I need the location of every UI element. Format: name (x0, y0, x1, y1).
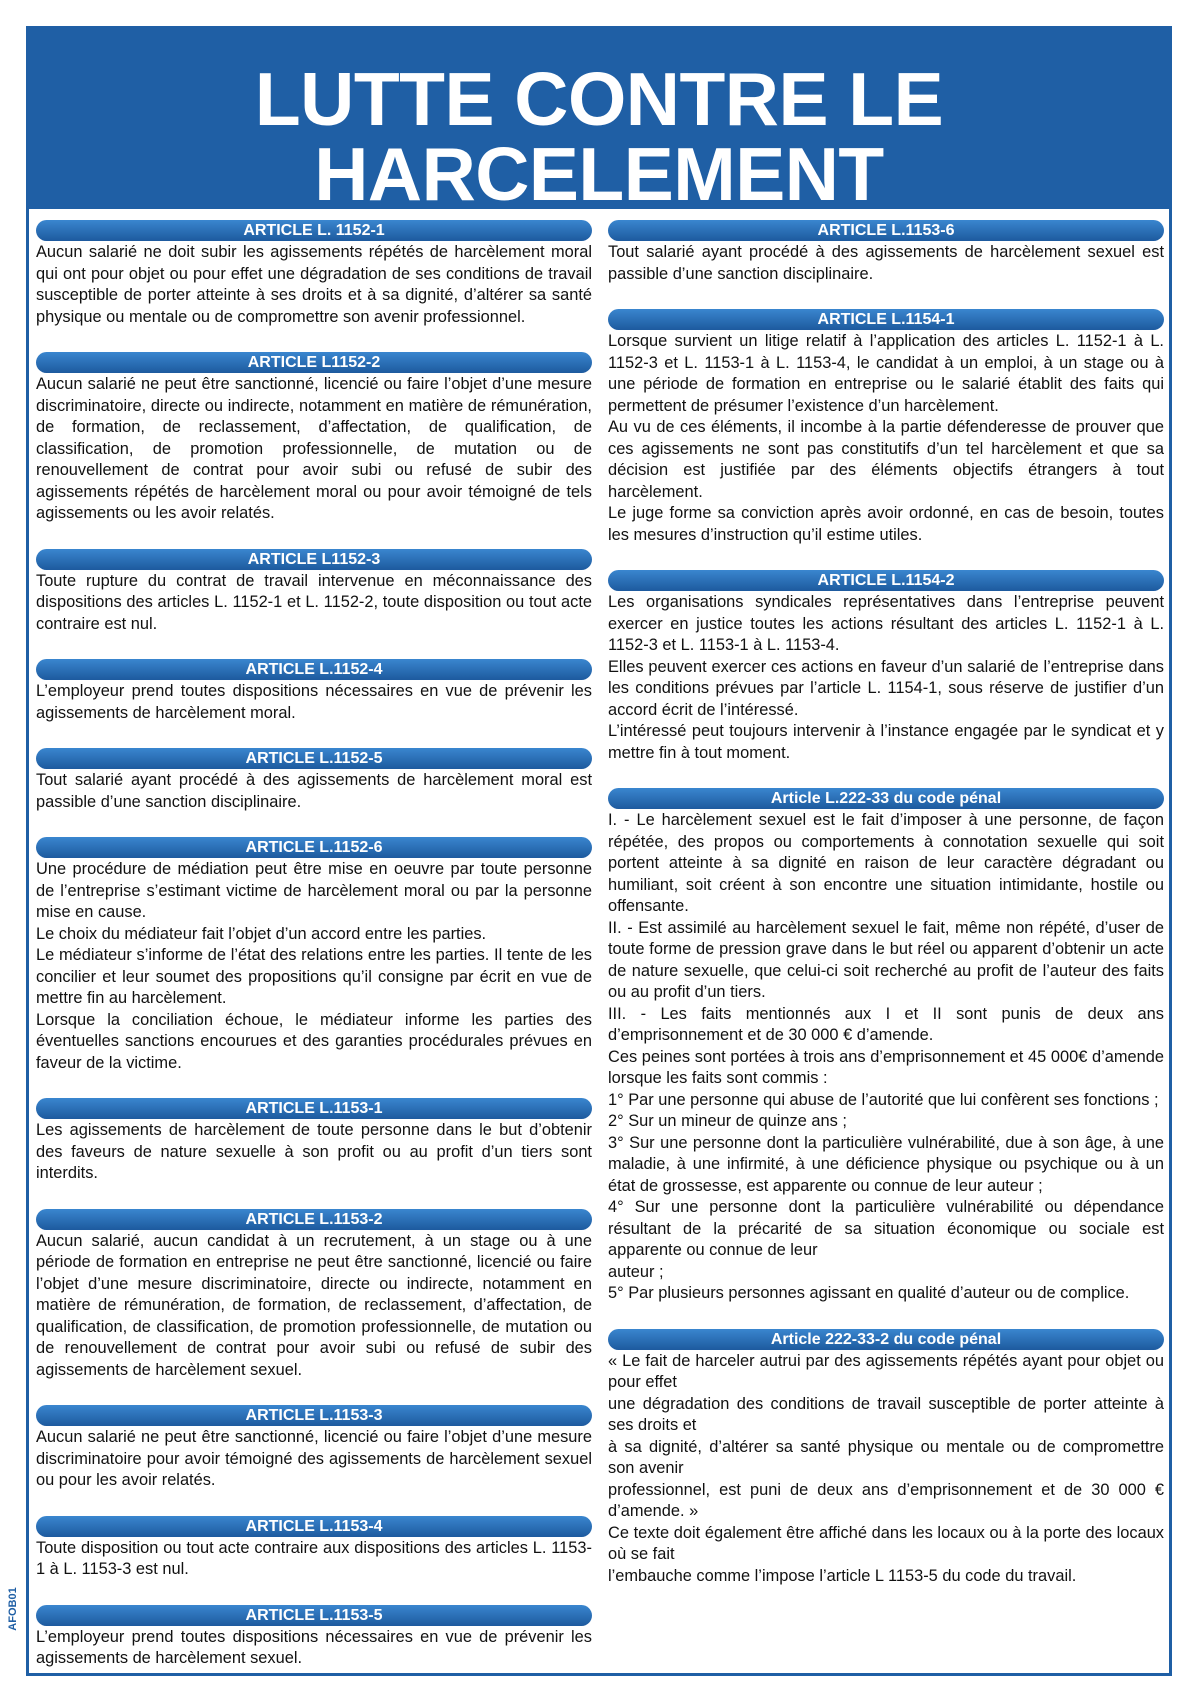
article-text: Toute disposition ou tout acte contraire… (36, 1537, 592, 1581)
article-block: Article 222-33-2 du code pénal« Le fait … (608, 1328, 1164, 1588)
article-text: Lorsque survient un litige relatif à l’a… (608, 330, 1164, 546)
article-text: Aucun salarié, aucun candidat à un recru… (36, 1230, 592, 1382)
article-text: Les agissements de harcèlement de toute … (36, 1119, 592, 1185)
article-heading: ARTICLE L.1153-6 (608, 220, 1164, 241)
article-heading: ARTICLE L.1153-4 (36, 1515, 592, 1537)
article-paragraph: L’employeur prend toutes dispositions né… (36, 682, 592, 722)
article-heading: ARTICLE L.1152-5 (36, 748, 592, 769)
article-paragraph: Ces peines sont portées à trois ans d’em… (608, 1047, 1164, 1088)
article-heading: ARTICLE L.1153-1 (36, 1098, 592, 1119)
article-paragraph: Aucun salarié ne peut être sanctionné, l… (36, 1428, 592, 1489)
article-paragraph: Le médiateur s’informe de l’état des rel… (36, 946, 592, 1007)
article-paragraph: Les agissements de harcèlement de toute … (36, 1121, 592, 1182)
article-text: Aucun salarié ne peut être sanctionné, l… (36, 1426, 592, 1492)
article-paragraph: professionnel, est puni de deux ans d’em… (608, 1480, 1164, 1521)
article-text: Toute rupture du contrat de travail inte… (36, 570, 592, 636)
article-heading: ARTICLE L.1152-4 (36, 659, 592, 680)
article-paragraph: Tout salarié ayant procédé à des agissem… (608, 243, 1164, 283)
article-heading: ARTICLE L.1154-2 (608, 570, 1164, 591)
article-paragraph: Le choix du médiateur fait l’objet d’un … (36, 924, 487, 943)
article-paragraph: 3° Sur une personne dont la particulière… (608, 1133, 1164, 1195)
article-heading: ARTICLE L.1154-1 (608, 309, 1164, 330)
article-heading: ARTICLE L1152-3 (36, 548, 592, 570)
article-paragraph: Une procédure de médiation peut être mis… (36, 860, 592, 921)
article-paragraph: 4° Sur une personne dont la particulière… (608, 1198, 1164, 1259)
article-paragraph: l’embauche comme l’impose l’article L 11… (608, 1566, 1077, 1585)
article-paragraph: L’intéressé peut toujours intervenir à l… (608, 722, 1164, 762)
article-paragraph: Toute disposition ou tout acte contraire… (36, 1538, 592, 1579)
article-paragraph: auteur ; (608, 1262, 664, 1281)
article-text: Une procédure de médiation peut être mis… (36, 858, 592, 1074)
article-paragraph: II. - Est assimilé au harcèlement sexuel… (608, 918, 1164, 1002)
article-heading: ARTICLE L.1152-6 (36, 837, 592, 858)
article-paragraph: Aucun salarié ne doit subir les agisseme… (36, 243, 592, 326)
article-text: « Le fait de harceler autrui par des agi… (608, 1350, 1164, 1588)
article-paragraph: 1° Par une personne qui abuse de l’autor… (608, 1090, 1159, 1109)
article-paragraph: III. - Les faits mentionnés aux I et II … (608, 1004, 1164, 1045)
article-paragraph: 5° Par plusieurs personnes agissant en q… (608, 1284, 1130, 1302)
article-text: L’employeur prend toutes dispositions né… (36, 1626, 592, 1670)
article-text: Tout salarié ayant procédé à des agissem… (608, 241, 1164, 285)
article-paragraph: Les organisations syndicales représentat… (608, 593, 1164, 654)
article-paragraph: Toute rupture du contrat de travail inte… (36, 571, 592, 633)
article-heading: ARTICLE L. 1152-1 (36, 220, 592, 241)
article-paragraph: Tout salarié ayant procédé à des agissem… (36, 771, 592, 811)
article-paragraph: L’employeur prend toutes dispositions né… (36, 1627, 592, 1668)
article-text: Les organisations syndicales représentat… (608, 591, 1164, 764)
article-text: L’employeur prend toutes dispositions né… (36, 680, 592, 724)
article-paragraph: Aucun salarié ne peut être sanctionné, l… (36, 375, 592, 522)
product-code: AFOB01 (3, 1578, 23, 1648)
article-heading: ARTICLE L1152-2 (36, 352, 592, 373)
article-paragraph: « Le fait de harceler autrui par des agi… (608, 1351, 1164, 1392)
article-paragraph: à sa dignité, d’altérer sa santé physiqu… (608, 1437, 1164, 1478)
article-heading: ARTICLE L.1153-2 (36, 1208, 592, 1230)
article-text: Aucun salarié ne peut être sanctionné, l… (36, 373, 592, 525)
article-heading: ARTICLE L.1153-5 (36, 1604, 592, 1626)
article-paragraph: 2° Sur un mineur de quinze ans ; (608, 1112, 847, 1130)
article-paragraph: I. - Le harcèlement sexuel est le fait d… (608, 811, 1164, 915)
article-paragraph: Elles peuvent exercer ces actions en fav… (608, 657, 1164, 719)
article-paragraph: Lorsque la conciliation échoue, le média… (36, 1010, 592, 1072)
article-paragraph: Lorsque survient un litige relatif à l’a… (608, 332, 1164, 415)
article-paragraph: Le juge forme sa conviction après avoir … (608, 504, 1164, 544)
article-heading: Article L.222-33 du code pénal (608, 788, 1164, 809)
article-paragraph: une dégradation des conditions de travai… (608, 1394, 1164, 1435)
article-text: Aucun salarié ne doit subir les agisseme… (36, 241, 592, 328)
poster-header: LUTTE CONTRE LE HARCELEMENT ARTICLES L 1… (26, 26, 1172, 257)
poster-title: LUTTE CONTRE LE HARCELEMENT (254, 57, 944, 216)
article-paragraph: Aucun salarié, aucun candidat à un recru… (36, 1231, 592, 1379)
product-code-text: AFOB01 (7, 1587, 19, 1631)
article-text: Tout salarié ayant procédé à des agissem… (36, 769, 592, 813)
article-heading: Article 222-33-2 du code pénal (608, 1328, 1164, 1350)
article-heading: ARTICLE L.1153-3 (36, 1405, 592, 1426)
article-text: I. - Le harcèlement sexuel est le fait d… (608, 809, 1164, 1305)
article-paragraph: Ce texte doit également être affiché dan… (608, 1523, 1164, 1564)
article-paragraph: Au vu de ces éléments, il incombe à la p… (608, 418, 1164, 501)
